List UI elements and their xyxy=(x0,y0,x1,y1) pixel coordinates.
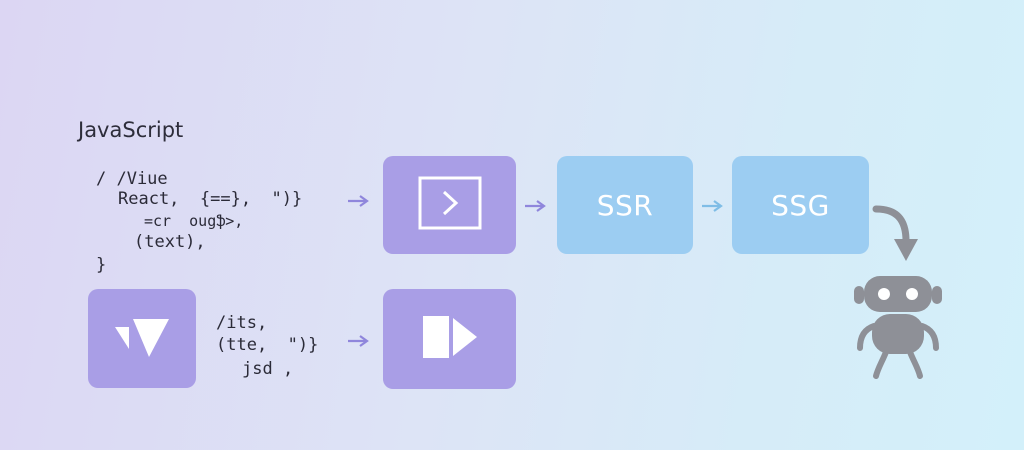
ssr-label: SSR xyxy=(596,188,654,222)
code-render-node xyxy=(383,156,516,254)
arrow-right-icon xyxy=(346,190,372,214)
play-render-node xyxy=(383,289,516,389)
vue-logo-icon xyxy=(111,315,173,363)
code-line-3: =cr ougֆ>, xyxy=(144,212,244,230)
play-icon xyxy=(419,312,481,366)
page-title: JavaScript xyxy=(78,118,184,142)
code-line-6: /its, xyxy=(216,313,268,333)
arrow-right-icon xyxy=(346,333,372,353)
code-line-1: / /Viue xyxy=(96,169,168,189)
ssr-node: SSR xyxy=(557,156,693,254)
arrow-right-icon xyxy=(700,198,726,218)
ssg-node: SSG xyxy=(732,156,869,254)
code-line-2: React, {==}, ")} xyxy=(118,189,303,209)
ssg-label: SSG xyxy=(771,188,830,222)
code-line-8: jsd , xyxy=(242,359,294,379)
code-line-5: } xyxy=(96,255,107,275)
terminal-chevron-icon xyxy=(418,176,482,234)
code-line-4: (text), xyxy=(134,232,206,252)
code-line-7: (tte, ")} xyxy=(216,335,319,355)
robot-crawler-icon xyxy=(852,268,944,384)
curved-arrow-icon xyxy=(872,203,922,269)
logo-node xyxy=(88,289,196,388)
arrow-right-icon xyxy=(523,198,549,218)
